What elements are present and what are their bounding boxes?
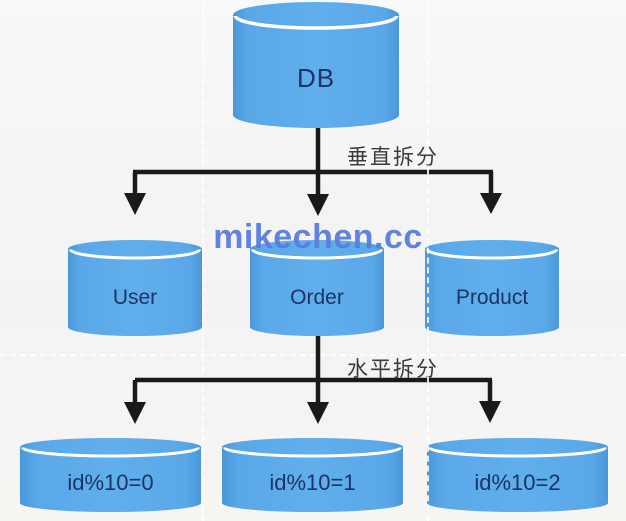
arrow-head-icon bbox=[480, 193, 502, 214]
node-db: DB bbox=[233, 2, 399, 128]
node-user-label: User bbox=[112, 286, 158, 309]
node-order: Order bbox=[250, 240, 384, 336]
arrow-head-icon bbox=[124, 402, 146, 424]
node-db-label: DB bbox=[296, 62, 336, 93]
db-cylinder-icon bbox=[427, 438, 608, 512]
node-user: User bbox=[68, 240, 202, 336]
vertical-split-label: 垂直拆分 bbox=[347, 146, 439, 169]
horizontal-split-connector bbox=[132, 334, 493, 404]
arrow-head-icon bbox=[479, 401, 501, 423]
arrow-head-icon bbox=[307, 194, 329, 216]
db-cylinder-icon bbox=[20, 438, 201, 512]
arrow-head-icon bbox=[307, 402, 329, 424]
vertical-split-connector bbox=[132, 124, 494, 196]
vertical-split-arrowheads bbox=[124, 193, 502, 216]
node-product: Product bbox=[425, 240, 559, 336]
horizontal-split-label: 水平拆分 bbox=[347, 358, 439, 381]
node-shard-1-label: id%10=1 bbox=[269, 470, 356, 495]
db-cylinder-icon bbox=[233, 2, 399, 128]
db-cylinder-icon bbox=[68, 240, 202, 336]
horizontal-split-arrowheads bbox=[124, 401, 501, 424]
watermark: mikechen.cc bbox=[213, 218, 423, 256]
node-order-label: Order bbox=[290, 286, 344, 309]
node-product-label: Product bbox=[455, 286, 529, 309]
db-cylinder-icon bbox=[222, 438, 403, 512]
db-cylinder-icon bbox=[250, 240, 384, 336]
node-shard-0: id%10=0 bbox=[20, 438, 201, 512]
node-shard-2: id%10=2 bbox=[427, 438, 608, 512]
db-cylinder-icon bbox=[425, 240, 559, 336]
arrow-head-icon bbox=[124, 193, 146, 215]
node-shard-2-label: id%10=2 bbox=[474, 470, 561, 495]
node-shard-1: id%10=1 bbox=[222, 438, 403, 512]
node-shard-0-label: id%10=0 bbox=[67, 470, 154, 495]
